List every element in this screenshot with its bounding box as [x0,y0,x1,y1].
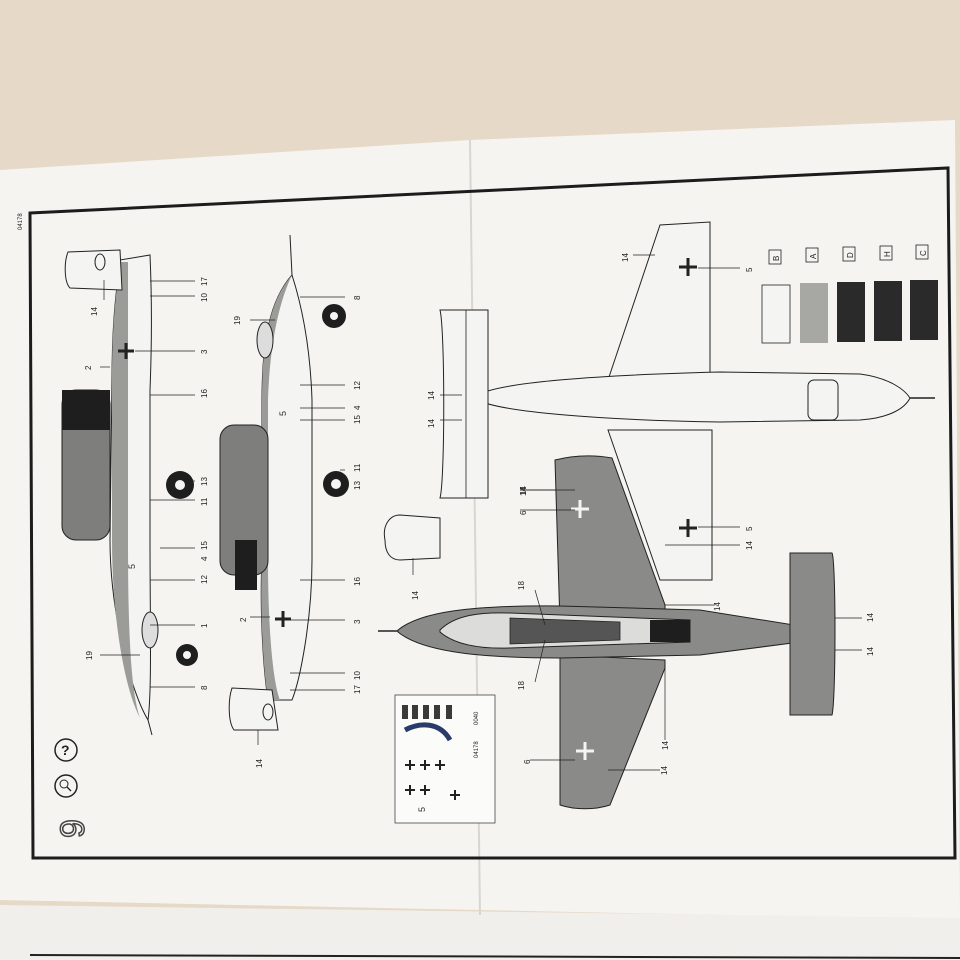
callout: 16 [200,389,209,398]
callout: 19 [85,651,94,660]
callout: 14 [745,541,754,550]
color-letter: B [772,256,781,261]
callout: 1 [200,623,209,628]
callout: 8 [200,685,209,690]
callout: 4 [353,405,362,410]
sheet-code: 04178 [18,213,24,230]
callout: 11 [353,463,362,472]
callout: 3 [200,349,209,354]
side-view-top-callouts: 14 17 10 2 3 16 11 13 4 15 12 1 19 8 [84,277,209,690]
color-letter: C [919,250,928,256]
callout: 17 [200,277,209,286]
fuselage-number-bottom: 5 [278,411,288,416]
color-swatch [910,280,938,340]
plan-view-bottom-callouts: 14 6 18 18 14 14 14 6 14 14 [517,487,875,775]
color-swatch [874,281,902,341]
color-swatch [800,283,828,343]
callout: 16 [353,577,362,586]
color-legend: B A D H C [761,244,938,344]
callout: 14 [519,487,528,496]
callout: 14 [90,307,99,316]
callout: 12 [353,381,362,390]
fuselage-number-top: 5 [127,564,137,569]
page-number: 9 [54,819,92,838]
plan-view-bottom [378,455,862,810]
callout: 14 [866,647,875,656]
side-view-top: 5 [61,249,198,736]
decal-sheet: 5 04178 0040 [394,694,496,824]
callout: 14 [427,391,436,400]
callout: 10 [353,671,362,680]
callout: 14 [866,613,875,622]
decal-number: 5 [417,807,427,812]
callout: 13 [353,481,362,490]
callout: 5 [745,526,754,531]
callout: 14 [713,602,722,611]
side-view-bottom: 5 [219,234,349,745]
side-view-bottom-callouts: 19 8 12 15 4 11 13 16 2 3 17 10 14 [233,295,362,768]
callout: 4 [200,556,209,561]
sheet-border [28,166,957,860]
callout: 17 [353,685,362,694]
callout: 18 [517,581,526,590]
callout: 2 [84,365,93,370]
part-callout: 14 [411,591,420,600]
color-letter: A [809,253,818,259]
decal-subcode: 0040 [474,711,480,725]
color-letter: H [883,251,892,257]
callout: 2 [239,617,248,622]
question-icon: ? [54,738,78,762]
callout: 19 [233,316,242,325]
svg-text:?: ? [61,742,70,758]
callout: 13 [200,477,209,486]
small-part: 14 [383,514,441,600]
plan-view-top [439,221,935,581]
callout: 10 [200,293,209,302]
callout: 11 [200,497,209,506]
decal-code: 04178 [474,741,480,758]
callout: 15 [353,415,362,424]
callout: 14 [621,253,630,262]
callout: 6 [523,759,532,764]
callout: 8 [353,295,362,300]
callout: 14 [427,419,436,428]
lower-page-border [29,954,960,959]
callout: 15 [200,541,209,550]
callout: 6 [519,510,528,515]
callout: 3 [353,619,362,624]
callout: 5 [745,267,754,272]
lower-page [0,905,960,960]
callout: 12 [200,575,209,584]
color-swatch [761,284,791,344]
callout: 18 [517,681,526,690]
callout: 14 [661,741,670,750]
color-swatch [837,282,865,342]
callout: 14 [255,759,264,768]
magnifier-icon [54,774,78,798]
color-letter: D [846,252,855,258]
callout: 14 [660,766,669,775]
